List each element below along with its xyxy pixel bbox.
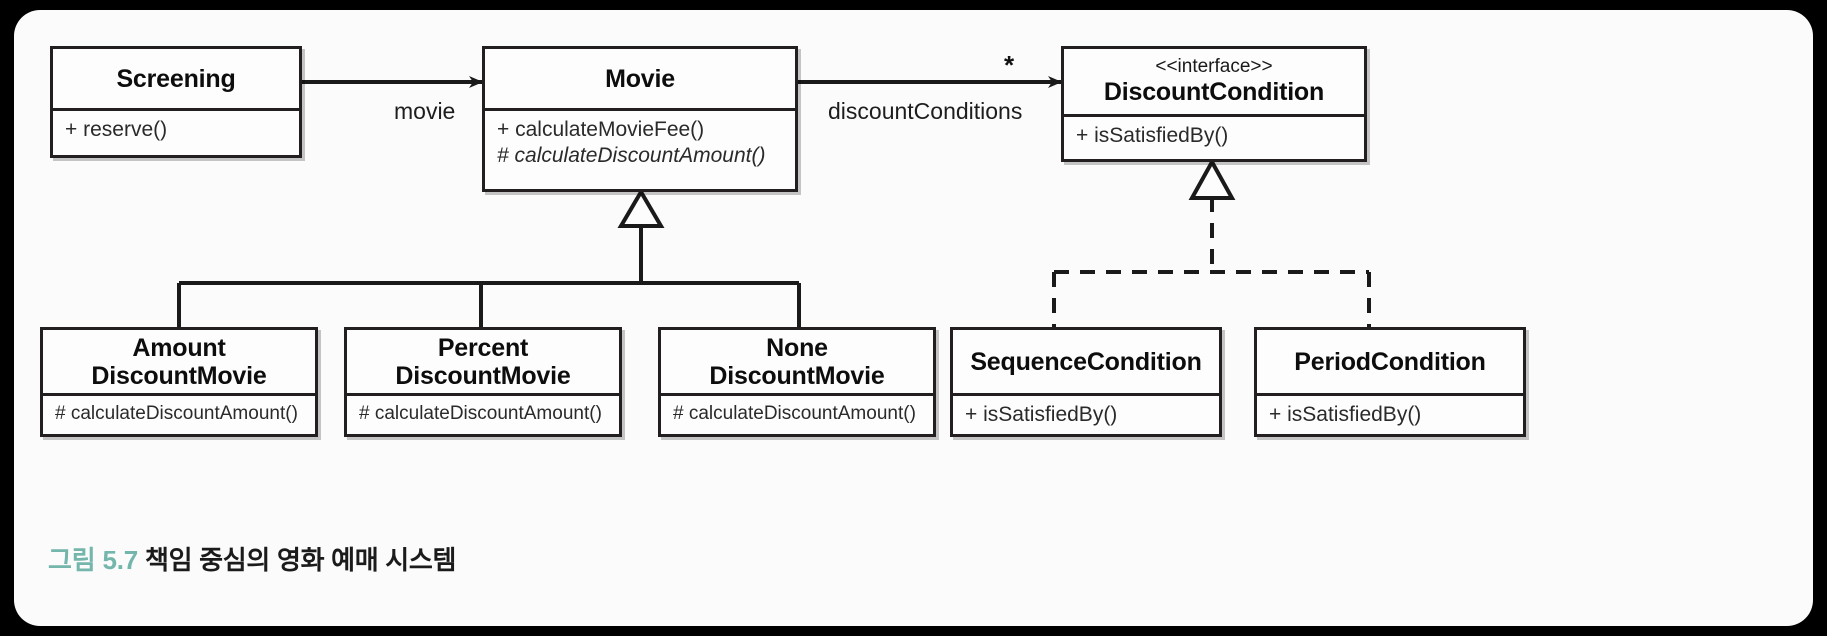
- operation-item: + isSatisfiedBy(): [1269, 403, 1422, 426]
- operation-item: # calculateDiscountAmount(): [55, 403, 298, 424]
- class-operations-percent-discount-movie: # calculateDiscountAmount(): [347, 396, 619, 433]
- class-operations-sequence-condition: + isSatisfiedBy(): [953, 396, 1219, 435]
- class-header-discount-condition: <<interface>> DiscountCondition: [1064, 49, 1364, 117]
- class-header-movie: Movie: [485, 49, 795, 111]
- class-name-screening: Screening: [116, 64, 236, 93]
- operation-item: # calculateDiscountAmount(): [673, 403, 916, 424]
- class-box-discount-condition[interactable]: <<interface>> DiscountCondition + isSati…: [1061, 46, 1367, 162]
- uml-class-diagram: Screening + reserve() Movie + calculateM…: [14, 10, 1813, 626]
- edge-label-movie: movie: [394, 98, 456, 124]
- class-header-sequence-condition: SequenceCondition: [953, 330, 1219, 396]
- class-operations-discount-condition: + isSatisfiedBy(): [1064, 117, 1364, 156]
- class-operations-movie: + calculateMovieFee() # calculateDiscoun…: [485, 111, 795, 177]
- operation-item: + calculateMovieFee(): [497, 118, 705, 141]
- class-name-movie: Movie: [605, 64, 675, 93]
- figure-caption-text: 책임 중심의 영화 예매 시스템: [145, 545, 457, 575]
- edge-label-discount-conditions: discountConditions: [828, 98, 1023, 124]
- class-box-sequence-condition[interactable]: SequenceCondition + isSatisfiedBy(): [950, 327, 1222, 437]
- operation-item: + reserve(): [65, 118, 168, 141]
- class-name-discount-condition: DiscountCondition: [1103, 78, 1325, 107]
- figure-page-card: Screening + reserve() Movie + calculateM…: [14, 10, 1813, 626]
- class-operations-period-condition: + isSatisfiedBy(): [1257, 396, 1523, 435]
- class-operations-screening: + reserve(): [53, 111, 299, 150]
- class-box-period-condition[interactable]: PeriodCondition + isSatisfiedBy(): [1254, 327, 1526, 437]
- class-box-screening[interactable]: Screening + reserve(): [50, 46, 302, 158]
- class-header-period-condition: PeriodCondition: [1257, 330, 1523, 396]
- class-box-percent-discount-movie[interactable]: Percent DiscountMovie # calculateDiscoun…: [344, 327, 622, 437]
- class-box-none-discount-movie[interactable]: None DiscountMovie # calculateDiscountAm…: [658, 327, 936, 437]
- realization-triangle-discountcondition: [1188, 157, 1236, 200]
- class-box-amount-discount-movie[interactable]: Amount DiscountMovie # calculateDiscount…: [40, 327, 318, 437]
- class-operations-none-discount-movie: # calculateDiscountAmount(): [661, 396, 933, 433]
- class-name-none-discount-movie: None DiscountMovie: [709, 333, 885, 390]
- class-header-none-discount-movie: None DiscountMovie: [661, 330, 933, 396]
- operation-item: # calculateDiscountAmount(): [359, 403, 602, 424]
- class-name-sequence-condition: SequenceCondition: [970, 347, 1202, 376]
- class-header-screening: Screening: [53, 49, 299, 111]
- class-name-amount-discount-movie: Amount DiscountMovie: [91, 333, 267, 390]
- class-header-percent-discount-movie: Percent DiscountMovie: [347, 330, 619, 396]
- class-name-percent-discount-movie: Percent DiscountMovie: [395, 333, 571, 390]
- operation-item: + isSatisfiedBy(): [965, 403, 1118, 426]
- operation-item-abstract: # calculateDiscountAmount(): [497, 144, 766, 168]
- class-name-period-condition: PeriodCondition: [1294, 347, 1486, 376]
- class-operations-amount-discount-movie: # calculateDiscountAmount(): [43, 396, 315, 433]
- class-header-amount-discount-movie: Amount DiscountMovie: [43, 330, 315, 396]
- figure-caption-number: 그림 5.7: [48, 545, 139, 575]
- operation-item: + isSatisfiedBy(): [1076, 124, 1229, 147]
- class-box-movie[interactable]: Movie + calculateMovieFee() # calculateD…: [482, 46, 798, 192]
- generalization-triangle-movie: [617, 188, 665, 228]
- stereotype-label: <<interface>>: [1155, 55, 1273, 77]
- multiplicity-label-discount-conditions: *: [1004, 50, 1015, 80]
